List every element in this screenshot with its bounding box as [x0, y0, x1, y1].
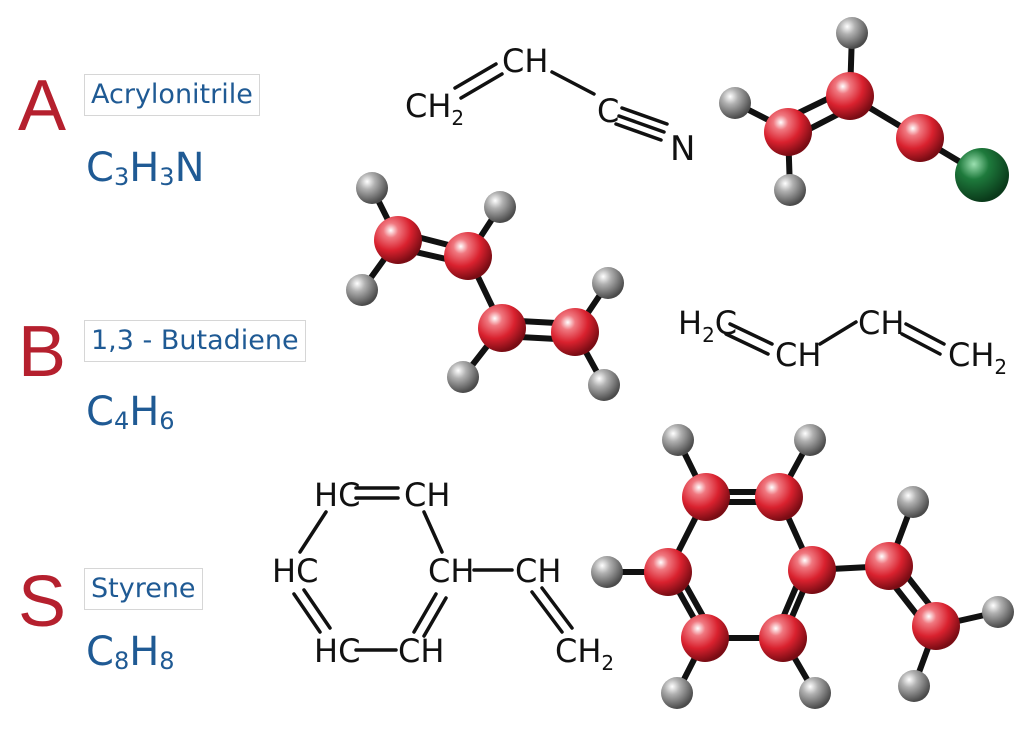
atom-label: CH [775, 336, 821, 374]
carbon-atom [551, 308, 599, 356]
atom-label: CH2 [948, 336, 1007, 379]
nitrogen-atom [955, 148, 1009, 202]
hydrogen-atom [982, 596, 1014, 628]
double-bond [728, 322, 774, 346]
double-bond [724, 332, 770, 356]
triple-bond [617, 114, 666, 134]
hydrogen-atom [447, 361, 479, 393]
double-bond [540, 586, 574, 630]
carbon-atom [826, 72, 874, 120]
carbon-atom [755, 473, 803, 521]
hydrogen-atom [799, 677, 831, 709]
carbon-atom [896, 114, 944, 162]
hydrogen-atom [898, 670, 930, 702]
name-styrene: Styrene [84, 568, 203, 610]
hydrogen-atom [897, 486, 929, 518]
hydrogen-atom [592, 267, 624, 299]
atom-label: CH [404, 476, 450, 514]
carbon-atom [644, 548, 692, 596]
hydrogen-atom [662, 424, 694, 456]
hydrogen-atom [661, 677, 693, 709]
carbon-atom [788, 546, 836, 594]
acrylonitrile-structural: CH2 CH C N [405, 42, 695, 169]
double-bond [292, 592, 322, 634]
butadiene-structural: H2C CH CH CH2 [678, 304, 1007, 379]
atom-label: CH [502, 42, 548, 80]
acrylonitrile-3d-model [719, 17, 1009, 206]
single-bond [818, 320, 858, 346]
atom-label: CH2 [555, 632, 614, 675]
carbon-atom [681, 614, 729, 662]
double-bond [302, 588, 332, 630]
hydrogen-atom [774, 174, 806, 206]
butadiene-3d-model [346, 172, 624, 401]
atom-label: HC [272, 552, 318, 590]
styrene-structural: HC CH HC CH CH HC CH CH2 [272, 476, 614, 675]
atom-label: N [670, 129, 695, 169]
acrylonitrile-bonds [453, 62, 669, 142]
hydrogen-atom [836, 17, 868, 49]
hydrogen-atom [588, 369, 620, 401]
triple-bond [620, 106, 669, 126]
styrene-bonds [292, 486, 574, 652]
row-letter-a: A [18, 66, 67, 146]
atom-label: CH [858, 304, 904, 342]
hydrogen-atom [346, 274, 378, 306]
hydrogen-atom [484, 191, 516, 223]
butadiene-bonds [724, 320, 946, 356]
name-acrylonitrile: Acrylonitrile [84, 74, 260, 116]
carbon-atom [478, 304, 526, 352]
row-letter-b: B [18, 312, 67, 392]
atom-label: C [597, 92, 619, 130]
name-butadiene: 1,3 - Butadiene [84, 320, 306, 362]
atom-label: H2C [678, 304, 737, 347]
hydrogen-atom [591, 556, 623, 588]
double-bond [459, 72, 504, 100]
carbon-atom [759, 614, 807, 662]
triple-bond [614, 122, 663, 142]
styrene-3d-model [591, 424, 1014, 709]
double-bond [904, 322, 946, 346]
hydrogen-atom [356, 172, 388, 204]
double-bond [422, 596, 448, 638]
double-bond [530, 590, 564, 634]
carbon-atom [444, 232, 492, 280]
atom-label: CH [515, 552, 561, 590]
carbon-atom [374, 216, 422, 264]
atom-label: CH2 [405, 87, 464, 130]
formula-acrylonitrile: C3H3N [86, 145, 205, 191]
carbon-atom [865, 542, 913, 590]
carbon-atom [682, 473, 730, 521]
atom-label: HC [314, 632, 360, 670]
double-bond [412, 592, 438, 634]
carbon-atom [912, 602, 960, 650]
hydrogen-atom [794, 424, 826, 456]
atom-label: CH [398, 632, 444, 670]
atom-label: HC [314, 476, 360, 514]
single-bond [422, 510, 444, 554]
carbon-atom [764, 108, 812, 156]
formula-butadiene: C4H6 [86, 389, 175, 435]
double-bond [453, 62, 498, 90]
formula-styrene: C8H8 [86, 629, 175, 675]
atom-label: CH [428, 552, 474, 590]
single-bond [550, 70, 596, 96]
single-bond [298, 510, 328, 554]
row-letter-s: S [18, 562, 67, 642]
hydrogen-atom [719, 87, 751, 119]
double-bond [900, 332, 942, 356]
